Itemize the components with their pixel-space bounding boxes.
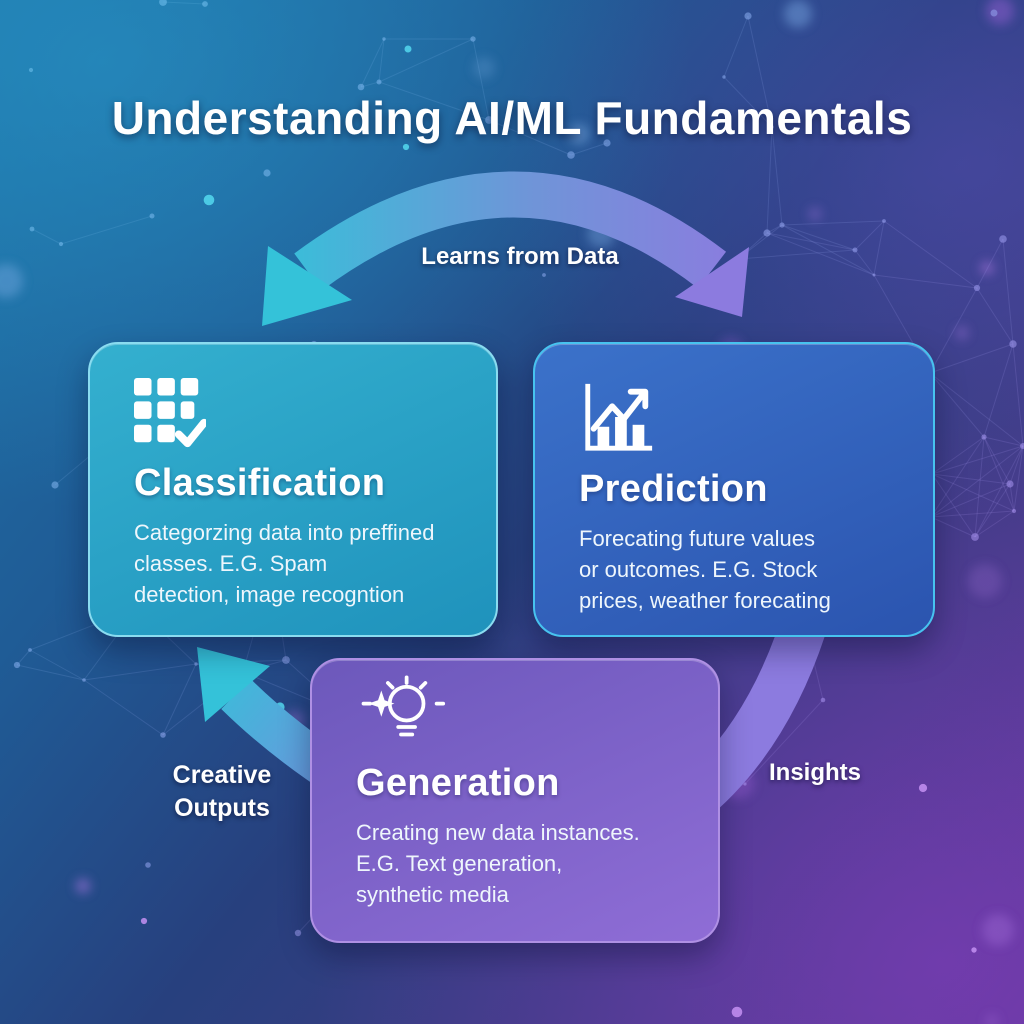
page-title: Understanding AI/ML Fundamentals [111,91,913,144]
trend-chart-icon [585,383,653,451]
card-title-prediction: Prediction [579,468,768,510]
prediction-card: Prediction Forecating future values or o… [533,342,935,637]
card-title-classification: Classification [134,462,386,504]
arrowhead-right [675,247,749,317]
description-line: or outcomes. E.G. Stock [579,557,818,583]
arrowhead-left [262,246,352,326]
description-line: prices, weather forecating [579,588,831,614]
grid-check-icon [134,378,206,448]
description-line: Categorzing data into preffined [134,520,435,545]
card-description-prediction: Forecating future values or outcomes. E.… [579,523,889,617]
learns-from-data-label: Learns from Data [421,243,619,270]
description-line: Forecating future values [579,526,816,551]
classification-card: Classification Categorzing data into pre… [88,342,498,637]
card-description-generation: Creating new data instances. E.G. Text g… [356,817,674,911]
card-title-generation: Generation [356,762,560,804]
description-line: detection, image recogntion [134,582,405,608]
description-line: E.G. Text generation, [356,851,563,877]
lightbulb-sparkle-icon [361,675,446,737]
card-description-classification: Categorzing data into preffined classes.… [134,517,452,611]
description-line: classes. E.G. Spam [134,551,328,577]
description-line: Creating new data instances. [356,820,640,845]
insights-label: Insights [768,759,861,786]
creative-outputs-label: Creative Outputs [172,761,272,822]
description-line: synthetic media [356,882,509,908]
generation-card: Generation Creating new data instances. … [310,658,720,943]
